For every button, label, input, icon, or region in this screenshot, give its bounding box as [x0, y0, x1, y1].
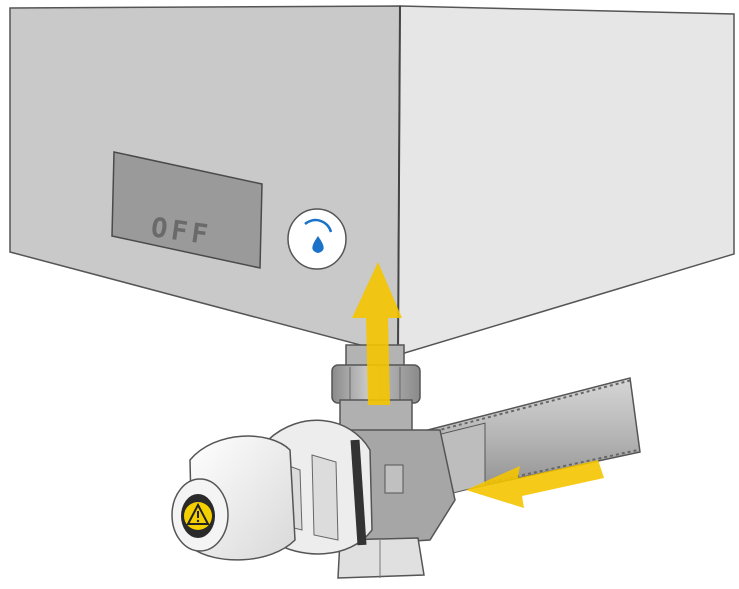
valve-indicator — [384, 464, 404, 494]
flow-arrow-left — [466, 460, 604, 508]
display-screen — [111, 151, 263, 269]
cabinet-side-panel — [397, 5, 735, 357]
water-button[interactable] — [287, 208, 347, 270]
valve-cap[interactable] — [171, 435, 296, 561]
display-panel: OFF — [111, 151, 263, 269]
valve-handle[interactable] — [337, 537, 425, 579]
cabinet-edge — [397, 5, 401, 356]
warning-triangle-icon — [184, 502, 212, 530]
flow-arrow-up — [352, 262, 402, 405]
water-drop-icon — [304, 218, 333, 253]
